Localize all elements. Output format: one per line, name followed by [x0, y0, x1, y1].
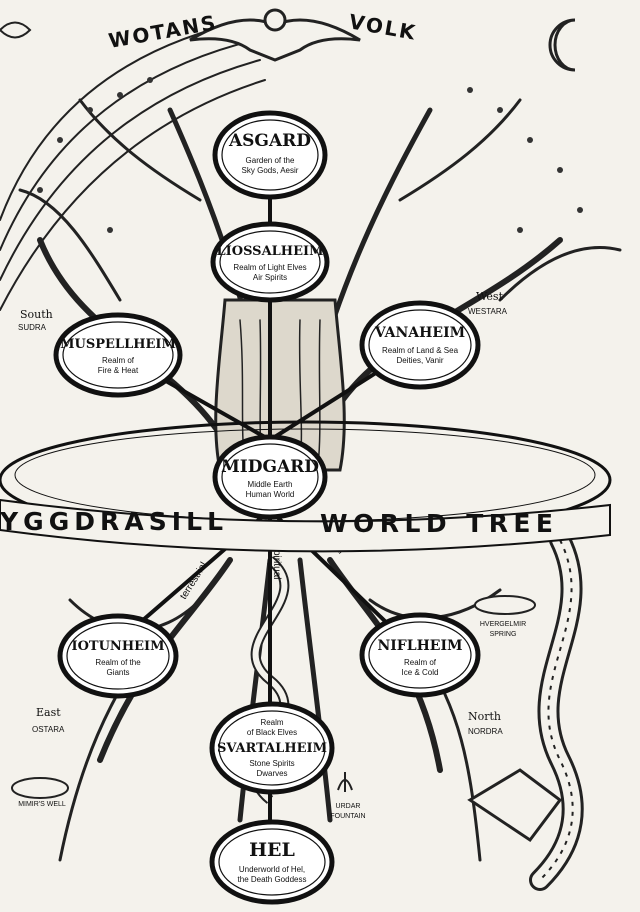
realm-line-midgard-1: Middle Earth	[248, 480, 293, 489]
banner-world-tree: WORLD TREE	[320, 509, 555, 538]
realm-title-hel: HEL	[249, 839, 295, 861]
realm-title-iotunheim: IOTUNHEIM	[72, 639, 165, 654]
realm-iotunheim: IOTUNHEIM Realm of the Giants	[57, 613, 179, 699]
realm-line-muspellheim-2: Fire & Heat	[98, 366, 139, 375]
realm-line-liossalheim-2: Air Spirits	[253, 273, 287, 282]
realm-line-asgard-1: Garden of the	[246, 156, 295, 165]
eagle	[189, 8, 361, 62]
realm-title-asgard: ASGARD	[228, 131, 311, 151]
hvergelmir-spring: HVERGELMIR SPRING	[474, 595, 536, 638]
urdar-fountain: URDAR FOUNTAIN	[330, 772, 366, 820]
serpent-head	[467, 768, 563, 843]
direction-south: South	[20, 308, 53, 321]
realm-hel: HEL Underworld of Hel, the Death Goddess	[209, 819, 335, 905]
realm-line-midgard-2: Human World	[246, 490, 295, 499]
urdar-label-2: FOUNTAIN	[330, 813, 365, 820]
realm-line-niflheim-2: Ice & Cold	[402, 668, 439, 677]
urdar-label-1: URDAR	[336, 803, 361, 810]
realm-muspellheim: MUSPELLHEIM Realm of Fire & Heat	[53, 312, 183, 398]
spoke-label-spiritual: spiritual	[271, 545, 282, 579]
moon-icon	[548, 18, 576, 72]
realm-line-vanaheim-2: Deities, Vanir	[397, 356, 444, 365]
realm-line-iotunheim-1: Realm of the	[95, 658, 141, 667]
realm-line-liossalheim-1: Realm of Light Elves	[233, 263, 306, 272]
realm-niflheim: NIFLHEIM Realm of Ice & Cold	[359, 612, 481, 698]
direction-west-norse: WESTARA	[468, 307, 508, 316]
realm-line-vanaheim-1: Realm of Land & Sea	[382, 346, 459, 355]
realm-line-iotunheim-2: Giants	[106, 668, 129, 677]
realm-title-muspellheim: MUSPELLHEIM	[60, 337, 176, 352]
realm-line-svartalheim-1: Stone Spirits	[249, 759, 294, 768]
realm-midgard: MIDGARD Middle Earth Human World	[212, 434, 328, 520]
realm-liossalheim: LIOSSALHEIM Realm of Light Elves Air Spi…	[210, 221, 330, 303]
realm-line-hel-2: the Death Goddess	[238, 875, 307, 884]
direction-west: West	[476, 290, 504, 303]
direction-east-norse: OSTARA	[32, 725, 65, 734]
hvergelmir-label-1: HVERGELMIR	[480, 621, 526, 628]
direction-south-norse: SUDRA	[18, 323, 47, 332]
realm-pre-svartalheim-2: of Black Elves	[247, 728, 297, 737]
realm-line-asgard-2: Sky Gods, Aesir	[242, 166, 299, 175]
mimir-label: MIMIR'S WELL	[18, 801, 66, 808]
realm-pre-svartalheim-1: Realm	[260, 718, 283, 727]
realm-line-hel-1: Underworld of Hel,	[239, 865, 305, 874]
realm-title-liossalheim: LIOSSALHEIM	[217, 244, 324, 259]
direction-north: North	[468, 710, 501, 723]
realm-line-muspellheim-1: Realm of	[102, 356, 135, 365]
direction-east: East	[36, 706, 61, 719]
realm-line-svartalheim-2: Dwarves	[256, 769, 287, 778]
realm-title-svartalheim: SVARTALHEIM	[217, 741, 327, 756]
hvergelmir-label-2: SPRING	[490, 631, 517, 638]
header-wotans: WOTANS	[107, 10, 219, 53]
mimir-well: MIMIR'S WELL	[11, 777, 69, 808]
realm-title-niflheim: NIFLHEIM	[377, 638, 462, 654]
serpent	[467, 529, 584, 891]
realm-title-midgard: MIDGARD	[221, 457, 319, 477]
realm-title-vanaheim: VANAHEIM	[374, 325, 465, 341]
realm-asgard: ASGARD Garden of the Sky Gods, Aesir	[212, 110, 328, 200]
realm-vanaheim: VANAHEIM Realm of Land & Sea Deities, Va…	[359, 300, 481, 390]
direction-north-norse: NORDRA	[468, 727, 503, 736]
eye-icon	[0, 21, 32, 39]
realm-line-niflheim-1: Realm of	[404, 658, 437, 667]
realm-svartalheim: Realm of Black Elves SVARTALHEIM Stone S…	[209, 701, 335, 795]
world-tree-banner: YGGDRASILL WORLD TREE	[0, 498, 611, 553]
banner-yggdrasill: YGGDRASILL	[0, 507, 225, 536]
